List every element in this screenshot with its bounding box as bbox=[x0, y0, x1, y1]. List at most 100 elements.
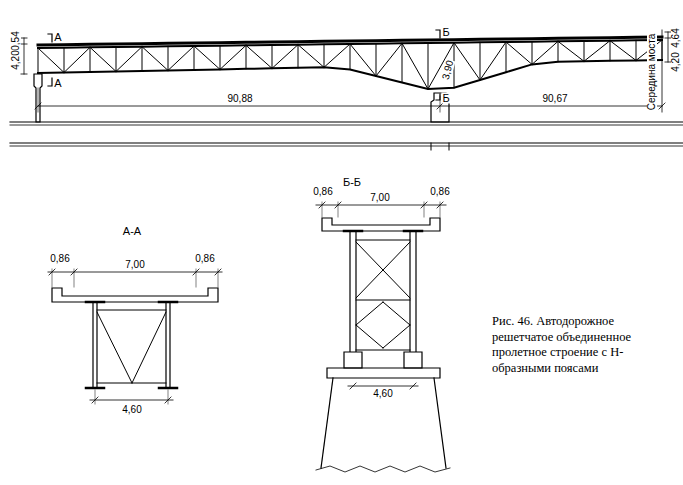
dimension-tick bbox=[410, 383, 416, 389]
truss-vertical bbox=[142, 47, 143, 71]
chord-web bbox=[169, 302, 170, 388]
left-pier bbox=[34, 74, 42, 122]
extension-line bbox=[424, 202, 425, 217]
truss-vertical bbox=[532, 42, 533, 65]
chord-web bbox=[349, 231, 350, 352]
truss-vertical bbox=[298, 45, 299, 68]
extension-line bbox=[440, 202, 441, 217]
dimension-tick bbox=[21, 74, 27, 75]
chord-flange bbox=[404, 230, 422, 233]
deck-section bbox=[52, 288, 218, 302]
truss-diagonal bbox=[584, 41, 610, 62]
truss-vertical bbox=[428, 43, 429, 89]
dimension-label: 4,20 bbox=[11, 49, 21, 70]
axis-line bbox=[662, 30, 663, 112]
truss-diagonal bbox=[90, 47, 116, 71]
section-letter: А bbox=[53, 78, 62, 89]
chord-web bbox=[355, 231, 356, 352]
truss-diagonal bbox=[246, 45, 272, 68]
dimension-label: 0,86 bbox=[312, 187, 333, 197]
pier-side bbox=[321, 378, 333, 468]
dimension-label: 4,60 bbox=[372, 389, 393, 399]
extension-line bbox=[38, 88, 39, 112]
truss-diagonal bbox=[142, 47, 168, 71]
truss-diagonal bbox=[402, 43, 428, 89]
water-line bbox=[10, 125, 683, 126]
truss-vertical bbox=[402, 43, 403, 82]
truss-vertical bbox=[480, 42, 481, 80]
dimension-label: 7,00 bbox=[124, 260, 145, 270]
pier-foot bbox=[449, 143, 450, 150]
extension-line bbox=[196, 269, 197, 287]
section-mark bbox=[48, 34, 52, 42]
bracing bbox=[97, 310, 166, 311]
axis-note: Середина моста bbox=[647, 33, 657, 111]
section-mark bbox=[436, 30, 440, 38]
truss-diagonal bbox=[298, 45, 324, 68]
chord-flange bbox=[159, 301, 177, 304]
bracing bbox=[356, 242, 410, 298]
dimension-label: 90,67 bbox=[541, 94, 568, 104]
chord-web bbox=[96, 302, 97, 388]
chord-web bbox=[92, 302, 93, 388]
extension-line bbox=[74, 269, 75, 287]
bracing bbox=[356, 325, 383, 348]
bracing bbox=[383, 325, 410, 348]
truss-diagonal bbox=[194, 46, 220, 69]
section-title: Б-Б bbox=[342, 177, 362, 188]
truss-vertical bbox=[272, 45, 273, 68]
truss-vertical bbox=[350, 44, 351, 69]
truss-diagonal bbox=[506, 42, 532, 64]
chord-web bbox=[409, 231, 410, 352]
extension-line bbox=[168, 390, 169, 404]
truss-diagonal bbox=[610, 41, 636, 61]
pier-cap bbox=[327, 368, 440, 378]
dimension-line bbox=[316, 205, 446, 206]
truss-diagonal bbox=[454, 43, 480, 80]
truss-diagonal bbox=[324, 44, 350, 67]
chord-web bbox=[165, 302, 166, 388]
bracing bbox=[383, 302, 410, 325]
bracing bbox=[356, 302, 383, 325]
bracing bbox=[356, 300, 410, 301]
dimension-line bbox=[668, 32, 669, 62]
bracing bbox=[356, 350, 410, 351]
extension-line bbox=[52, 269, 53, 287]
water-line bbox=[10, 121, 683, 122]
truss-vertical bbox=[90, 47, 91, 72]
bearing bbox=[344, 352, 362, 368]
bracing bbox=[97, 383, 166, 384]
dimension-tick bbox=[21, 44, 27, 45]
section-letter: Б bbox=[441, 93, 450, 104]
bracing bbox=[356, 240, 410, 241]
dimension-tick bbox=[21, 38, 27, 39]
drawing-lines bbox=[10, 30, 683, 472]
truss-vertical bbox=[324, 44, 325, 67]
extension-line bbox=[95, 390, 96, 404]
extension-line bbox=[338, 202, 339, 217]
truss-diagonal bbox=[272, 45, 298, 69]
dimension-tick bbox=[350, 383, 356, 389]
truss-diagonal bbox=[64, 47, 90, 72]
ground-line bbox=[10, 142, 683, 143]
pier-foot bbox=[431, 143, 432, 150]
dimension-label: 3,90 bbox=[440, 58, 455, 81]
truss-vertical bbox=[64, 48, 65, 73]
chord-flange bbox=[86, 301, 104, 304]
dimension-label: 4,20 bbox=[671, 51, 681, 72]
dimension-tick bbox=[92, 397, 98, 403]
truss-vertical bbox=[636, 40, 637, 60]
bracing bbox=[97, 312, 132, 383]
truss-vertical bbox=[194, 46, 195, 70]
section-mark bbox=[436, 94, 440, 100]
dimension-label: 4,60 bbox=[121, 405, 142, 415]
dimension-label: 0,86 bbox=[49, 254, 70, 264]
chord-flange bbox=[344, 230, 362, 233]
dimension-label: 4,64 bbox=[671, 27, 681, 48]
truss-diagonal bbox=[532, 41, 558, 64]
bracing bbox=[356, 242, 410, 298]
truss-vertical bbox=[246, 45, 247, 69]
